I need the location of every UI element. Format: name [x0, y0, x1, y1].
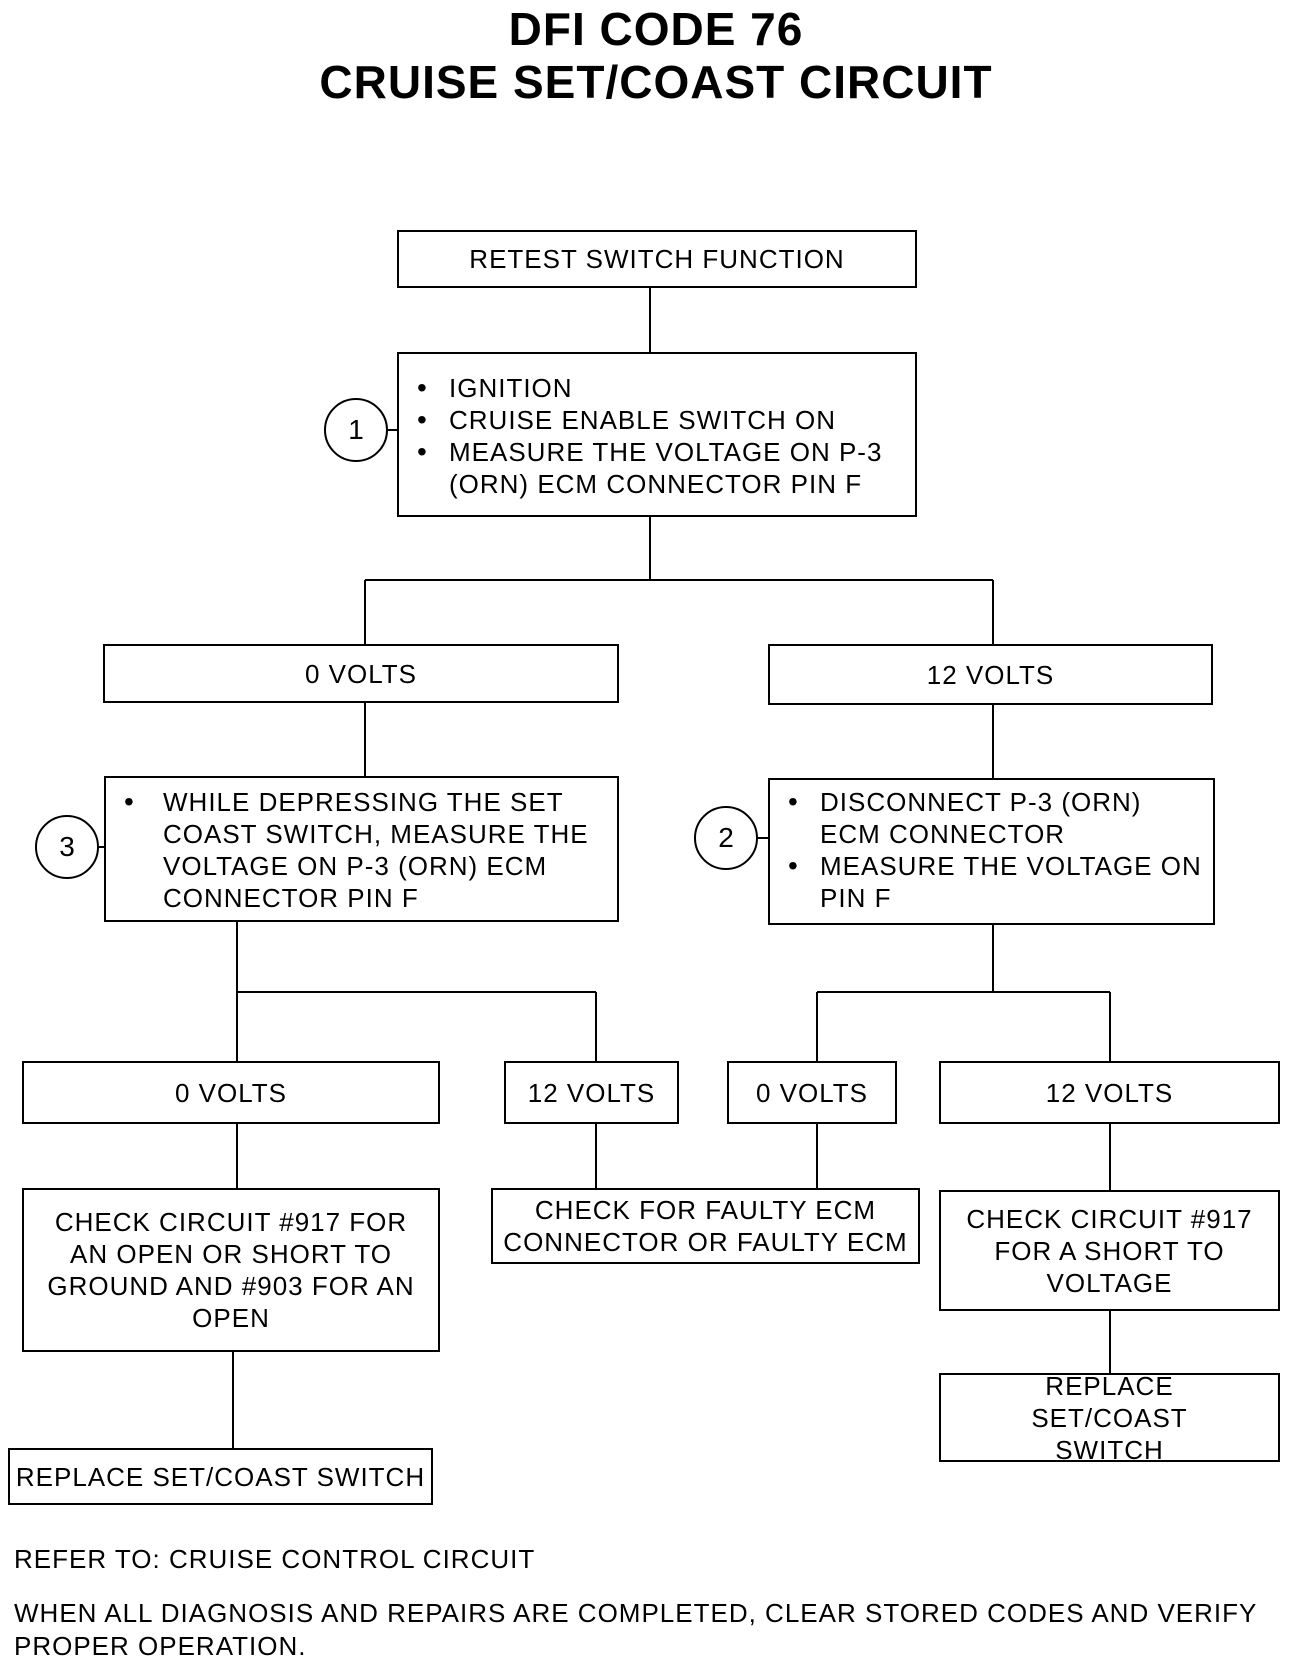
step-2-item: DISCONNECT P-3 (ORN) ECM CONNECTOR — [770, 786, 1203, 850]
step-1-marker: 1 — [324, 398, 388, 462]
step-2-box: DISCONNECT P-3 (ORN) ECM CONNECTOR MEASU… — [768, 778, 1215, 925]
step-3-item: WHILE DEPRESSING THE SET COAST SWITCH, M… — [106, 786, 605, 914]
step-2-marker: 2 — [694, 806, 758, 870]
step-1-item: IGNITION — [399, 372, 915, 404]
completion-note: WHEN ALL DIAGNOSIS AND REPAIRS ARE COMPL… — [14, 1598, 1257, 1661]
step-1-box: IGNITION CRUISE ENABLE SWITCH ON MEASURE… — [397, 352, 917, 517]
check-circuit-917-903-box: CHECK CIRCUIT #917 FOR AN OPEN OR SHORT … — [22, 1188, 440, 1352]
step-3-marker: 3 — [35, 815, 99, 879]
step-1-item: CRUISE ENABLE SWITCH ON — [399, 404, 915, 436]
check-faulty-ecm-box: CHECK FOR FAULTY ECM CONNECTOR OR FAULTY… — [491, 1188, 920, 1264]
replace-switch-box-left: REPLACE SET/COAST SWITCH — [8, 1448, 433, 1505]
title-line-2: CRUISE SET/COAST CIRCUIT — [319, 56, 993, 108]
refer-to-note: REFER TO: CRUISE CONTROL CIRCUIT — [14, 1544, 536, 1574]
replace-switch-box-right: REPLACE SET/COAST SWITCH — [939, 1371, 1280, 1465]
title-line-1: DFI CODE 76 — [508, 3, 804, 55]
check-circuit-917-short-box: CHECK CIRCUIT #917 FOR A SHORT TO VOLTAG… — [939, 1190, 1280, 1311]
twelve-volts-box-lower-left: 12 VOLTS — [504, 1061, 679, 1124]
step-1-item: MEASURE THE VOLTAGE ON P-3 (ORN) ECM CON… — [399, 436, 915, 500]
step-3-box: WHILE DEPRESSING THE SET COAST SWITCH, M… — [104, 776, 619, 922]
zero-volts-box-left: 0 VOLTS — [103, 644, 619, 703]
twelve-volts-box-right: 12 VOLTS — [768, 644, 1213, 705]
zero-volts-box-lower-right: 0 VOLTS — [727, 1061, 897, 1124]
retest-switch-box: RETEST SWITCH FUNCTION — [397, 230, 917, 288]
step-2-item: MEASURE THE VOLTAGE ON PIN F — [770, 850, 1203, 914]
zero-volts-box-lower-left: 0 VOLTS — [22, 1061, 440, 1124]
twelve-volts-box-lower-right: 12 VOLTS — [939, 1061, 1280, 1124]
